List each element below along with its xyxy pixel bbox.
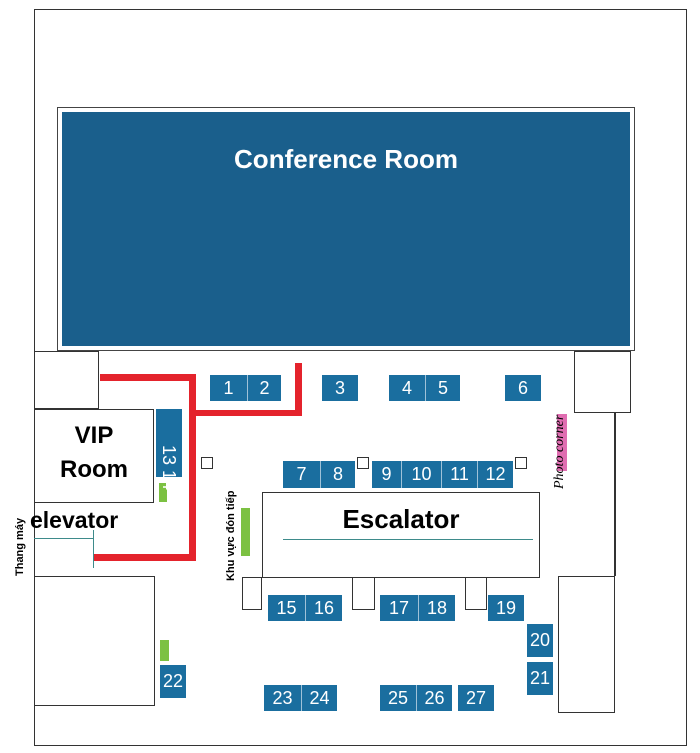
green-marker xyxy=(160,640,169,661)
photo-corner-marker xyxy=(557,414,567,471)
booth-3[interactable]: 3 xyxy=(322,375,358,401)
booth-10[interactable]: 10 xyxy=(401,461,441,488)
booth-22[interactable]: 22 xyxy=(160,665,186,698)
elevator-door-line xyxy=(93,530,94,568)
route-segment-right xyxy=(295,363,302,416)
booth-20[interactable]: 20 xyxy=(527,624,553,657)
booth-13-14-label: 13 14 xyxy=(158,445,179,490)
booth-17[interactable]: 17 xyxy=(380,595,418,621)
route-segment-vertical xyxy=(189,374,196,561)
booth-27[interactable]: 27 xyxy=(458,685,494,711)
elevator-line xyxy=(34,538,94,539)
booth-1[interactable]: 1 xyxy=(210,375,247,401)
right-wall xyxy=(614,413,616,576)
pillar xyxy=(515,457,527,469)
elevator-label-wrap: elevator xyxy=(30,507,118,534)
corner-room-left xyxy=(34,351,99,409)
elevator-vn-label: Thang máy xyxy=(14,517,26,576)
booth-16[interactable]: 16 xyxy=(305,595,342,621)
escalator-line xyxy=(283,539,533,540)
route-segment-top xyxy=(100,374,196,381)
photo-corner-label: Photo corner xyxy=(552,414,567,489)
booth-19[interactable]: 19 xyxy=(488,595,524,621)
vip-room[interactable]: VIP Room xyxy=(34,409,154,503)
escalator-support xyxy=(352,577,375,610)
booth-8[interactable]: 8 xyxy=(320,461,355,488)
booth-9[interactable]: 9 xyxy=(372,461,401,488)
booth-26[interactable]: 26 xyxy=(416,685,452,711)
booth-6[interactable]: 6 xyxy=(505,375,541,401)
escalator-label: Escalator xyxy=(342,504,460,534)
pillar xyxy=(357,457,369,469)
escalator[interactable]: Escalator xyxy=(262,492,540,578)
green-marker xyxy=(159,483,167,502)
escalator-support xyxy=(242,577,262,610)
pillar xyxy=(201,457,213,469)
booth-12[interactable]: 12 xyxy=(477,461,513,488)
conference-room-label: Conference Room xyxy=(234,144,458,174)
conference-room-frame xyxy=(57,107,635,351)
route-segment-middle xyxy=(196,410,302,416)
booth-5[interactable]: 5 xyxy=(425,375,460,401)
booth-2[interactable]: 2 xyxy=(247,375,281,401)
conference-room[interactable]: Conference Room xyxy=(62,112,630,346)
elevator-label: elevator xyxy=(30,507,119,533)
right-lower-room xyxy=(558,576,615,713)
reception-vn-label: Khu vực đón tiếp xyxy=(225,490,237,581)
booth-21[interactable]: 21 xyxy=(527,662,553,695)
booth-15[interactable]: 15 xyxy=(268,595,305,621)
escalator-support xyxy=(465,577,487,610)
booth-7[interactable]: 7 xyxy=(283,461,320,488)
booth-13-14[interactable]: 13 14 xyxy=(156,409,182,490)
booth-14: 14 xyxy=(159,470,179,491)
booth-13: 13 xyxy=(159,445,179,466)
reception-marker xyxy=(241,508,250,556)
vip-room-label: VIP Room xyxy=(60,422,128,483)
booth-24[interactable]: 24 xyxy=(301,685,337,711)
booth-23[interactable]: 23 xyxy=(264,685,301,711)
booth-11[interactable]: 11 xyxy=(441,461,477,488)
route-segment-bottom xyxy=(94,554,196,561)
corner-room-right xyxy=(574,351,631,413)
lower-left-room xyxy=(34,576,155,706)
booth-18[interactable]: 18 xyxy=(418,595,455,621)
booth-25[interactable]: 25 xyxy=(380,685,416,711)
booth-4[interactable]: 4 xyxy=(389,375,425,401)
